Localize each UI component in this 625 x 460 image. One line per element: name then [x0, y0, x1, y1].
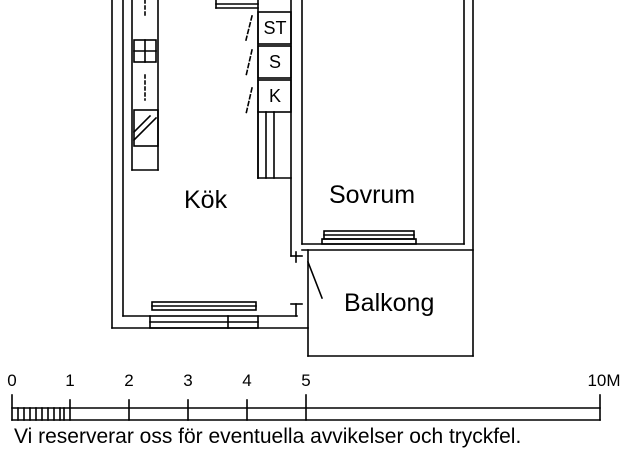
scale-bar: [11, 394, 601, 421]
fixture-label-k: K: [268, 86, 281, 106]
disclaimer-text: Vi reserverar oss för eventuella avvikel…: [14, 425, 522, 448]
scale-label-5: 5: [301, 371, 311, 390]
kitchen-counter-left: [131, 0, 159, 171]
fixture-label-st: ST: [263, 18, 287, 38]
fixture-label-s: S: [268, 52, 281, 72]
scale-label-4: 4: [242, 371, 252, 390]
scale-label-3: 3: [183, 371, 193, 390]
scale-label-0: 0: [7, 371, 17, 390]
room-label-bedroom: Sovrum: [329, 181, 416, 209]
balcony-outline: [306, 249, 474, 357]
scale-label-10m: 10M: [587, 371, 621, 390]
scale-label-2: 2: [124, 371, 134, 390]
room-label-kitchen: Kök: [184, 186, 228, 214]
kitchen-counter-right: [215, 0, 292, 179]
bedroom-window: [321, 230, 417, 245]
room-label-balcony: Balkong: [344, 289, 435, 317]
kitchen-window: [149, 301, 259, 329]
door-marks: [290, 251, 303, 317]
scale-label-1: 1: [65, 371, 75, 390]
